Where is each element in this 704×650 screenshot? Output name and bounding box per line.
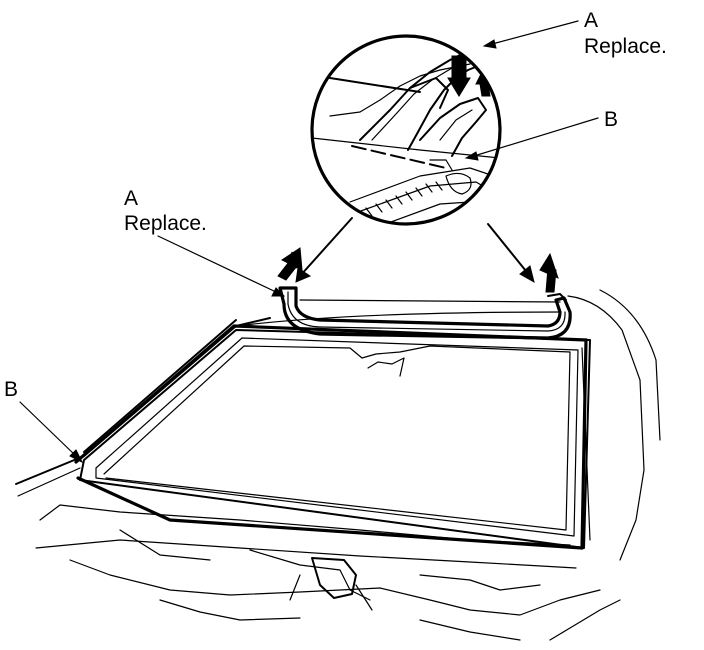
- label-b-letter: B: [4, 378, 18, 401]
- arrow-up-right: [539, 252, 559, 293]
- vehicle-body: [15, 289, 661, 641]
- label-a-middle-left: A Replace.: [124, 187, 286, 297]
- label-a-top-right: A Replace.: [482, 9, 667, 58]
- label-b-letter: B: [604, 108, 618, 131]
- label-b-left: B: [4, 378, 84, 464]
- label-a-replace: Replace.: [584, 35, 667, 58]
- label-a-letter: A: [584, 9, 598, 32]
- label-a-letter: A: [124, 187, 138, 210]
- detail-inset: [310, 34, 502, 226]
- arrow-up-left: [277, 247, 303, 281]
- label-b-inset: B: [464, 108, 618, 161]
- upper-molding-a: [278, 286, 572, 340]
- pointer-arrows: [295, 217, 535, 284]
- windshield: [79, 329, 591, 549]
- label-a-replace: Replace.: [124, 212, 207, 235]
